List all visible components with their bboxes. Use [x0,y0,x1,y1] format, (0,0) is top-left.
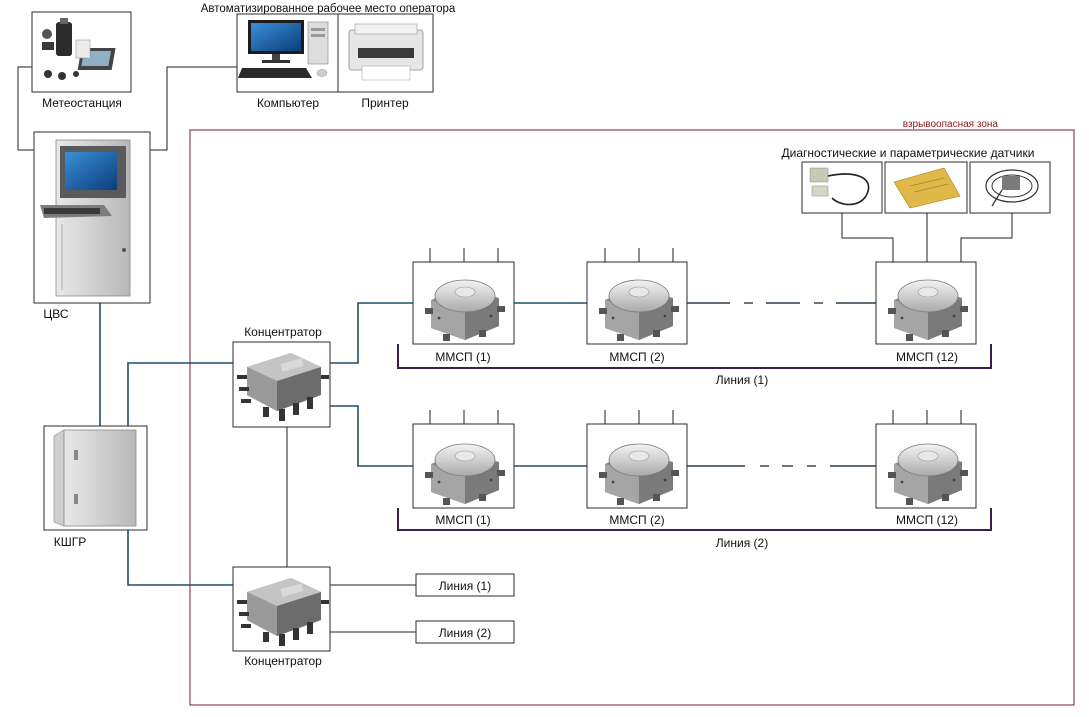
line-1-node-12-label: ММСП (12) [896,350,958,364]
line-1-name: Линия (1) [716,373,768,387]
line-2-node-12: ММСП (12) [875,410,977,527]
sensor-strain-gauge-icon [893,167,961,209]
concentrator-bottom-label: Концентратор [244,654,322,668]
meteostation: Метеостанция [31,11,132,110]
printer: Принтер [337,13,434,110]
line-1-node-1: ММСП (1) [412,248,515,364]
line-2-node-1: ММСП (1) [412,410,515,527]
kshgr: КШГР [43,425,148,549]
line-2-node-12-label: ММСП (12) [896,513,958,527]
cvs-label: ЦВС [43,307,68,321]
sensors-label: Диагностические и параметрические датчик… [782,146,1035,160]
output-line-2: Линия (2) [415,620,515,644]
concentrator-top-label: Концентратор [244,325,322,339]
line-1-node-2-label: ММСП (2) [609,350,664,364]
meteostation-icon [42,18,116,80]
output-line-1-label: Линия (1) [439,579,491,593]
output-line-1-box [415,573,515,597]
sensors: Диагностические и параметрические датчик… [782,146,1051,262]
line-2-node-1-label: ММСП (1) [435,513,490,527]
kshgr-label: КШГР [54,535,87,549]
line-2: ММСП (1) ММСП (2) ММСП (12) Линия (2) [397,410,992,550]
output-line-1: Линия (1) [415,573,515,597]
computer-label: Компьютер [257,96,319,110]
line-1-node-12: ММСП (12) [875,248,977,364]
line-1-bus [397,344,992,369]
computer: Компьютер [236,13,339,110]
arm-title: Автоматизированное рабочее место операто… [201,3,456,15]
line-1: ММСП (1) ММСП (2) ММСП (12) Линия (1) [397,248,992,387]
line-2-node-2: ММСП (2) [586,410,688,527]
sensor-cable-icon [809,167,870,206]
printer-icon [348,23,424,81]
cvs-cabinet-icon [40,139,131,297]
cvs: ЦВС [33,131,151,321]
sensor-coil-icon [985,169,1039,207]
concentrator-bottom: Концентратор [232,566,331,668]
hazard-zone-border [189,129,1075,706]
line-2-bus [397,508,992,531]
line-1-node-1-label: ММСП (1) [435,350,490,364]
left-links [17,66,416,633]
hazard-zone-label: взрывоопасная зона [903,119,999,130]
computer-icon [238,20,329,78]
kshgr-cabinet-icon [53,429,137,527]
meteostation-label: Метеостанция [42,96,122,110]
line-2-node-2-label: ММСП (2) [609,513,664,527]
line-1-node-2: ММСП (2) [586,248,688,364]
output-line-2-box [415,620,515,644]
concentrator-top: Концентратор [232,325,331,428]
line-2-name: Линия (2) [716,536,768,550]
printer-label: Принтер [361,96,409,110]
output-line-2-label: Линия (2) [439,626,491,640]
